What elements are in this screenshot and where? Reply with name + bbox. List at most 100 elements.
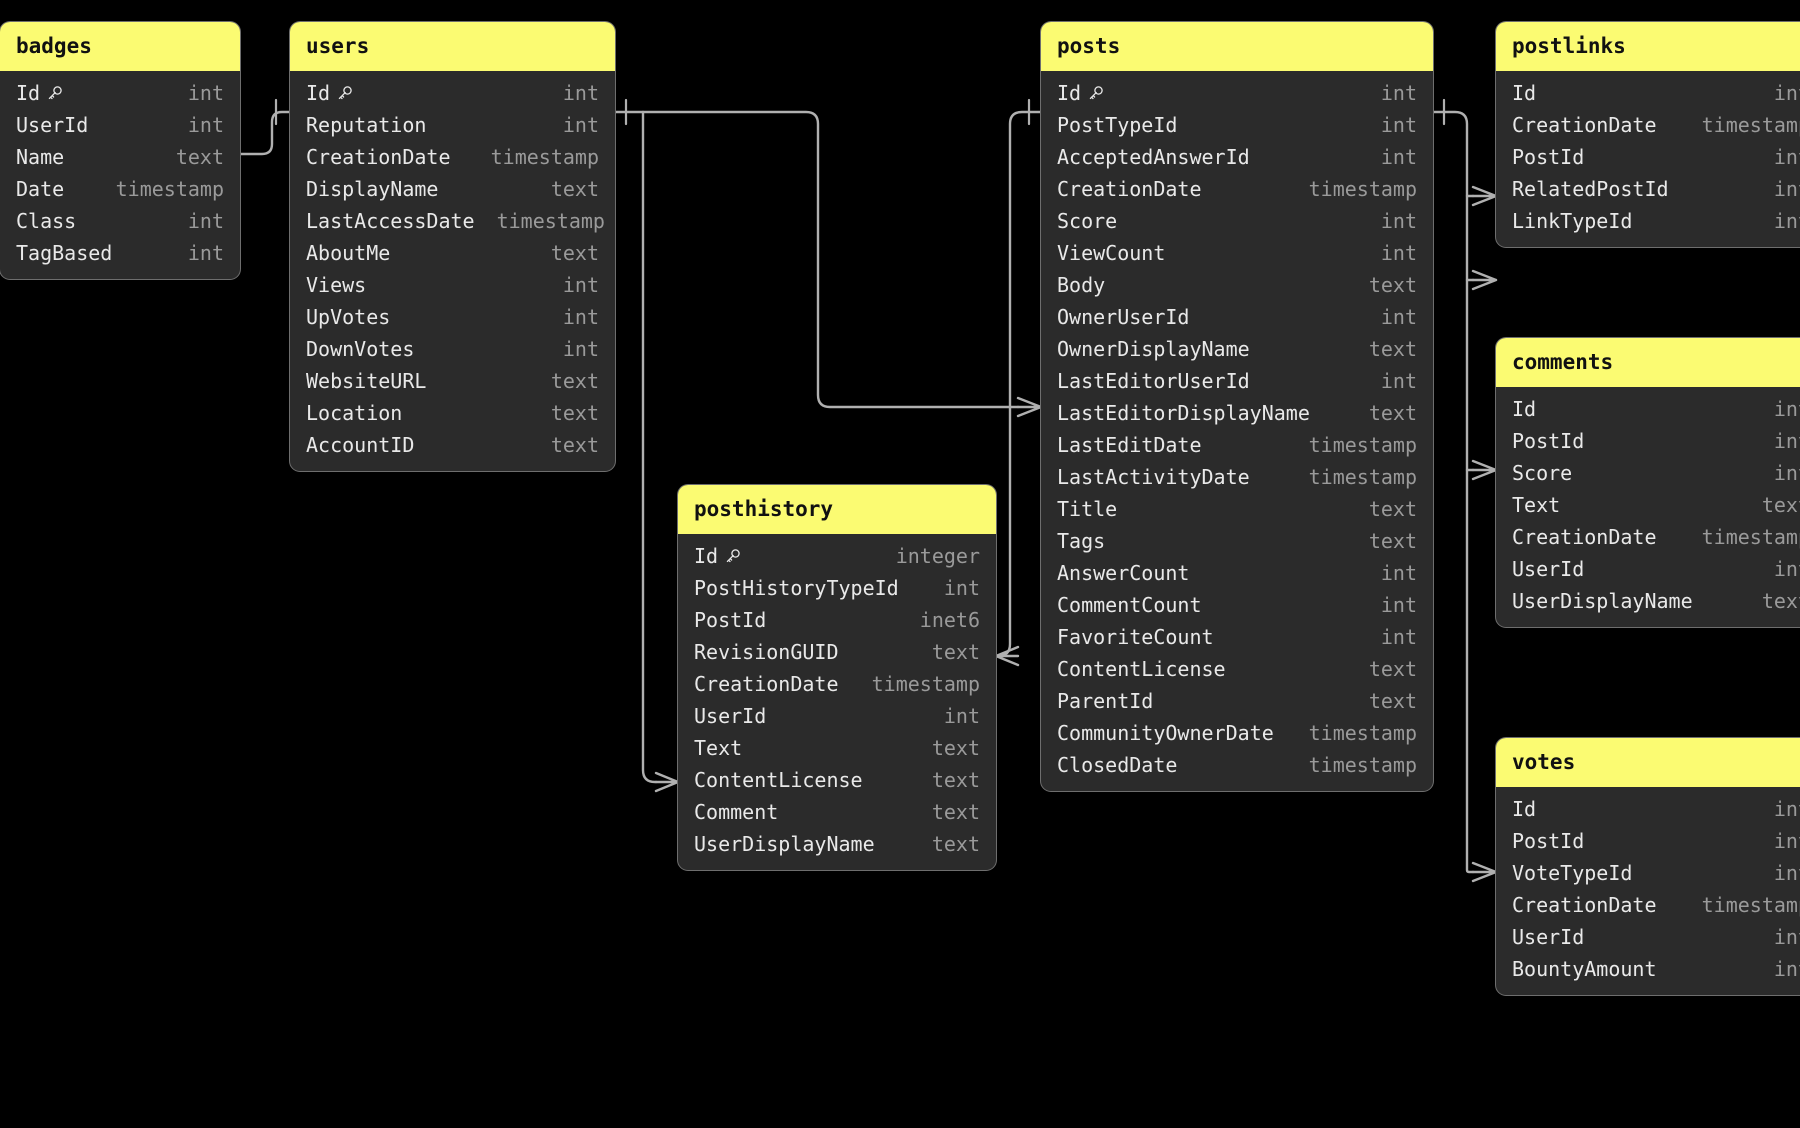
table-card-postlinks[interactable]: postlinks Id int CreationDate timestamp … (1496, 22, 1800, 247)
table-row[interactable]: DownVotes int (290, 333, 615, 365)
table-row[interactable]: UserId int (1496, 921, 1800, 953)
table-row[interactable]: Id int (1496, 793, 1800, 825)
table-row[interactable]: UserId int (678, 700, 996, 732)
column-type: timestamp (1701, 113, 1800, 137)
table-row[interactable]: BountyAmount int (1496, 953, 1800, 985)
column-list-comments: Id int PostId int Score int Text text Cr… (1496, 387, 1800, 627)
column-type: int (562, 337, 599, 361)
column-name: DownVotes (306, 337, 415, 361)
table-row[interactable]: Location text (290, 397, 615, 429)
table-row[interactable]: Views int (290, 269, 615, 301)
table-row[interactable]: CommunityOwnerDate timestamp (1041, 717, 1433, 749)
table-card-votes[interactable]: votes Id int PostId int VoteTypeId int C… (1496, 738, 1800, 995)
table-row[interactable]: ContentLicense text (678, 764, 996, 796)
table-row[interactable]: Text text (678, 732, 996, 764)
table-row[interactable]: ContentLicense text (1041, 653, 1433, 685)
table-row[interactable]: OwnerDisplayName text (1041, 333, 1433, 365)
table-row[interactable]: ClosedDate timestamp (1041, 749, 1433, 781)
table-row[interactable]: TagBased int (0, 237, 240, 269)
table-row[interactable]: Score int (1041, 205, 1433, 237)
table-row[interactable]: PostId int (1496, 141, 1800, 173)
column-type: text (1368, 273, 1417, 297)
table-card-posthistory[interactable]: posthistory Id integer PostHistoryTypeId… (678, 485, 996, 870)
table-row[interactable]: AboutMe text (290, 237, 615, 269)
table-row[interactable]: CreationDate timestamp (1041, 173, 1433, 205)
table-row[interactable]: Id integer (678, 540, 996, 572)
column-name: Id (1512, 397, 1537, 421)
table-row[interactable]: DisplayName text (290, 173, 615, 205)
table-row[interactable]: Date timestamp (0, 173, 240, 205)
table-card-badges[interactable]: badges Id int UserId int Name text Date … (0, 22, 240, 279)
table-row[interactable]: LastActivityDate timestamp (1041, 461, 1433, 493)
table-row[interactable]: Id int (0, 77, 240, 109)
column-name: PostId (1512, 145, 1585, 169)
table-row[interactable]: OwnerUserId int (1041, 301, 1433, 333)
table-row[interactable]: LastEditorUserId int (1041, 365, 1433, 397)
table-row[interactable]: ViewCount int (1041, 237, 1433, 269)
table-row[interactable]: Score int (1496, 457, 1800, 489)
table-row[interactable]: PostId int (1496, 825, 1800, 857)
table-row[interactable]: RevisionGUID text (678, 636, 996, 668)
table-row[interactable]: UserId int (1496, 553, 1800, 585)
table-card-posts[interactable]: posts Id int PostTypeId int AcceptedAnsw… (1041, 22, 1433, 791)
table-row[interactable]: PostTypeId int (1041, 109, 1433, 141)
table-row[interactable]: Id int (290, 77, 615, 109)
table-row[interactable]: Text text (1496, 489, 1800, 521)
column-name: UpVotes (306, 305, 391, 329)
table-row[interactable]: AcceptedAnswerId int (1041, 141, 1433, 173)
table-row[interactable]: LinkTypeId int (1496, 205, 1800, 237)
column-list-badges: Id int UserId int Name text Date timesta… (0, 71, 240, 279)
table-row[interactable]: CreationDate timestamp (1496, 109, 1800, 141)
table-row[interactable]: LastAccessDate timestamp (290, 205, 615, 237)
table-row[interactable]: CreationDate timestamp (1496, 889, 1800, 921)
table-row[interactable]: LastEditDate timestamp (1041, 429, 1433, 461)
table-row[interactable]: Name text (0, 141, 240, 173)
table-row[interactable]: UpVotes int (290, 301, 615, 333)
connector-posts-id-posthistory-postid (994, 98, 1043, 667)
column-name: Id (694, 544, 719, 568)
table-row[interactable]: FavoriteCount int (1041, 621, 1433, 653)
column-type: text (550, 433, 599, 457)
column-type: int (1380, 209, 1417, 233)
column-type: timestamp (1701, 893, 1800, 917)
table-row[interactable]: Reputation int (290, 109, 615, 141)
table-row[interactable]: ParentId text (1041, 685, 1433, 717)
table-row[interactable]: Id int (1496, 393, 1800, 425)
column-name: PostId (1512, 829, 1585, 853)
table-row[interactable]: VoteTypeId int (1496, 857, 1800, 889)
column-type: int (1773, 957, 1800, 981)
column-type: int (1773, 797, 1800, 821)
table-row[interactable]: CreationDate timestamp (1496, 521, 1800, 553)
table-row[interactable]: Class int (0, 205, 240, 237)
table-row[interactable]: WebsiteURL text (290, 365, 615, 397)
table-row[interactable]: UserId int (0, 109, 240, 141)
column-type: int (1773, 557, 1800, 581)
table-row[interactable]: AnswerCount int (1041, 557, 1433, 589)
table-row[interactable]: UserDisplayName text (1496, 585, 1800, 617)
table-row[interactable]: CreationDate timestamp (678, 668, 996, 700)
table-row[interactable]: AccountID text (290, 429, 615, 461)
table-row[interactable]: Id int (1041, 77, 1433, 109)
table-row[interactable]: PostHistoryTypeId int (678, 572, 996, 604)
table-row[interactable]: Id int (1496, 77, 1800, 109)
table-card-comments[interactable]: comments Id int PostId int Score int Tex… (1496, 338, 1800, 627)
column-name: DisplayName (306, 177, 439, 201)
table-row[interactable]: PostId int (1496, 425, 1800, 457)
column-type: text (1368, 529, 1417, 553)
table-row[interactable]: UserDisplayName text (678, 828, 996, 860)
table-row[interactable]: Tags text (1041, 525, 1433, 557)
column-name: Id (1512, 81, 1537, 105)
table-card-users[interactable]: users Id int Reputation int CreationDate… (290, 22, 615, 471)
column-name: LastActivityDate (1057, 465, 1250, 489)
table-row[interactable]: CommentCount int (1041, 589, 1433, 621)
table-row[interactable]: Comment text (678, 796, 996, 828)
column-name: AboutMe (306, 241, 391, 265)
table-row[interactable]: Title text (1041, 493, 1433, 525)
table-row[interactable]: Body text (1041, 269, 1433, 301)
table-row[interactable]: LastEditorDisplayName text (1041, 397, 1433, 429)
column-type: int (1773, 81, 1800, 105)
table-row[interactable]: PostId inet6 (678, 604, 996, 636)
table-row[interactable]: RelatedPostId int (1496, 173, 1800, 205)
column-list-postlinks: Id int CreationDate timestamp PostId int… (1496, 71, 1800, 247)
table-row[interactable]: CreationDate timestamp (290, 141, 615, 173)
